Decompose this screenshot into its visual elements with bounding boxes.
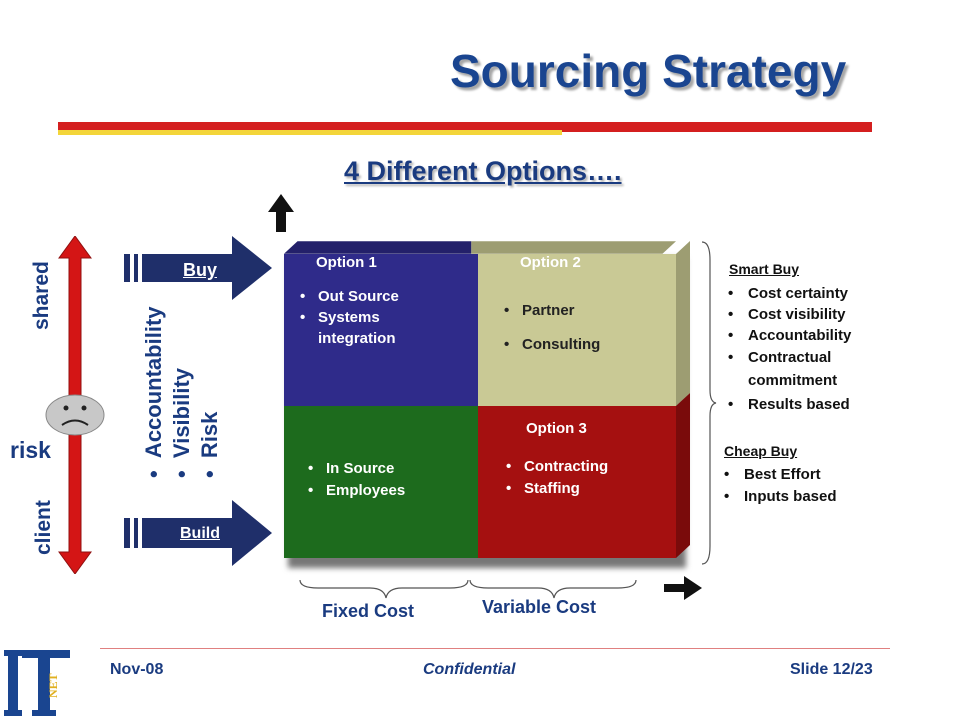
itnet-logo: NET (2, 646, 74, 720)
shared-label: shared (30, 261, 53, 330)
list-item: Consulting (500, 328, 670, 362)
cheap-buy-list: Best Effort Inputs based (720, 464, 890, 508)
cost-braces (299, 579, 637, 599)
list-item: In Source (304, 458, 474, 480)
fixed-cost-label: Fixed Cost (322, 601, 415, 621)
quadrant-option-3: Option 3 Contracting Staffing (478, 406, 676, 558)
quadrant-right-bevel (676, 241, 690, 558)
list-item: Accountability (724, 325, 894, 346)
option-3-list: Contracting Staffing (502, 456, 672, 500)
factor-item: • Visibility (169, 367, 194, 478)
list-item: Best Effort (720, 464, 890, 486)
slide-subtitle: 4 Different Options…. (344, 156, 622, 186)
right-arrow-icon (664, 576, 702, 600)
list-item: Systems integration (296, 307, 426, 349)
title-underline-red (58, 122, 872, 132)
quadrant-option-1: Option 1 Out Source Systems integration (284, 254, 478, 406)
quadrant-bottom-left: In Source Employees (284, 406, 478, 558)
footer-date: Nov-08 (110, 661, 164, 678)
up-arrow-icon (268, 194, 294, 232)
option-3-title: Option 3 (526, 420, 587, 437)
sad-face-icon (45, 394, 105, 436)
option-2-title: Option 2 (520, 254, 581, 271)
factor-item: • Risk (197, 411, 222, 478)
smart-buy-heading: Smart Buy (729, 261, 800, 277)
list-item: Employees (304, 480, 474, 502)
option-1-title: Option 1 (316, 254, 377, 271)
buy-arrow (124, 236, 272, 300)
footer-slide-number: Slide 12/23 (790, 661, 873, 678)
variable-cost-label: Variable Cost (482, 597, 597, 617)
factor-item: • Accountability (141, 306, 166, 478)
list-item: Out Source (296, 286, 466, 307)
list-item: Results based (724, 394, 894, 415)
client-label: client (32, 500, 55, 555)
list-item: Cost visibility (724, 304, 894, 325)
build-label: Build (180, 525, 220, 542)
slide-title: Sourcing Strategy (450, 45, 847, 97)
quadrant-option-2: Option 2 Partner Consulting (478, 254, 676, 406)
list-item: Inputs based (720, 486, 890, 508)
option-2-list: Partner Consulting (500, 294, 670, 362)
smart-buy-list: Cost certainty Cost visibility Accountab… (724, 283, 894, 415)
title-underline-yellow (58, 130, 562, 135)
buy-label: Buy (182, 260, 217, 280)
footer-confidential: Confidential (423, 661, 516, 678)
build-arrow (124, 500, 272, 566)
right-brace (701, 241, 717, 565)
quadrant-top-bevel (284, 241, 676, 254)
list-item: Partner (500, 294, 670, 328)
cheap-buy-heading: Cheap Buy (724, 443, 798, 459)
factors-list: • Accountability • Visibility • Risk (140, 306, 224, 478)
option-1-list: Out Source Systems integration (296, 286, 466, 349)
footer-divider (100, 648, 890, 649)
list-item: Staffing (502, 478, 672, 500)
logo-subtext: NET (46, 673, 60, 698)
list-item: Contracting (502, 456, 672, 478)
list-item: Contractual commitment (724, 346, 864, 392)
risk-label: risk (10, 437, 51, 463)
list-item: Cost certainty (724, 283, 894, 304)
in-source-list: In Source Employees (304, 458, 474, 502)
